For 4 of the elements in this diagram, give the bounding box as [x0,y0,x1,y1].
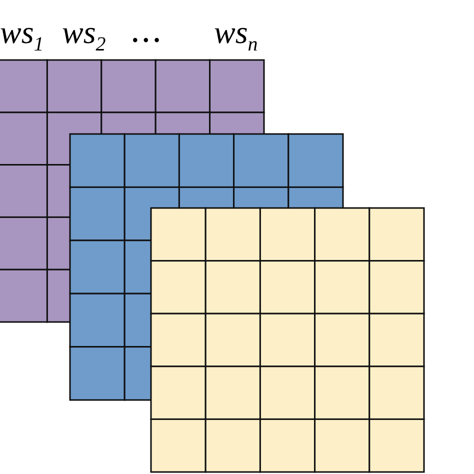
subscript-label: • • • [132,29,160,52]
subscript-label: ws$_{n}$ [214,14,258,58]
subscript-label: ws$_{1}$ [0,14,44,58]
subscript-label: ws$_{2}$ [62,14,106,58]
